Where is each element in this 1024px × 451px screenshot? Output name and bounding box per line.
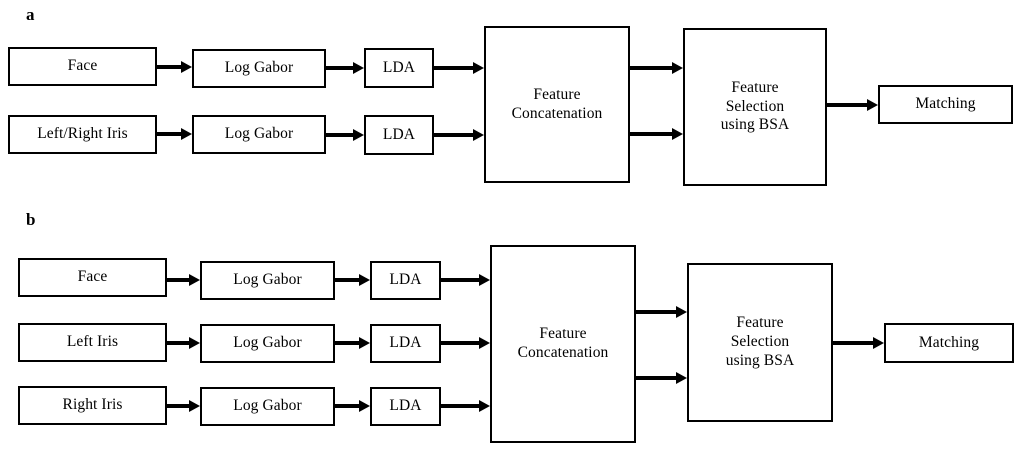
node-label-a-lda-2: LDA <box>382 125 416 143</box>
node-label-a-loggabor-2: Log Gabor <box>224 125 294 143</box>
node-label-b-loggabor-1: Log Gabor <box>233 271 302 289</box>
node-label-b-face: Face <box>77 268 108 286</box>
node-label-b-lda-1: LDA <box>389 271 422 289</box>
node-b-lda-3: LDA <box>370 387 441 426</box>
node-b-left-iris: Left Iris <box>18 323 167 362</box>
node-a-face: Face <box>8 47 157 86</box>
panel-label-b: b <box>26 210 36 229</box>
node-b-loggabor-3: Log Gabor <box>200 387 335 426</box>
node-a-loggabor-1: Log Gabor <box>192 49 326 88</box>
a-arrow-face-lg-shaft <box>157 65 183 69</box>
b-arrow-righti-lg-head <box>189 400 200 412</box>
b-arrow-lg-lda-3-shaft <box>335 404 361 408</box>
b-arrow-lg-lda-1-head <box>359 274 370 286</box>
node-b-face: Face <box>18 258 167 297</box>
node-label-b-right-iris: Right Iris <box>62 396 123 414</box>
node-label-b-lda-3: LDA <box>389 397 422 415</box>
node-a-iris: Left/Right Iris <box>8 115 157 154</box>
a-arrow-iris-lg-head <box>181 128 192 140</box>
b-arrow-concat-sel-2-shaft <box>636 376 678 380</box>
node-a-loggabor-2: Log Gabor <box>192 115 326 154</box>
node-label-a-face: Face <box>67 57 98 75</box>
node-label-b-concat: Feature Concatenation <box>517 325 609 361</box>
node-label-b-selection: Feature Selection using BSA <box>725 314 795 369</box>
a-arrow-lg-lda-1-head <box>353 62 364 74</box>
a-arrow-face-lg-head <box>181 61 192 73</box>
node-b-right-iris: Right Iris <box>18 386 167 425</box>
b-arrow-concat-sel-1-head <box>676 306 687 318</box>
node-a-selection: Feature Selection using BSA <box>683 28 827 186</box>
b-arrow-lda-concat-2-shaft <box>441 341 481 345</box>
b-arrow-lda-concat-3-head <box>479 400 490 412</box>
node-label-b-lda-2: LDA <box>389 334 422 352</box>
node-label-b-left-iris: Left Iris <box>66 333 119 351</box>
a-arrow-lda-concat-2-shaft <box>434 133 475 137</box>
a-arrow-lda-concat-1-shaft <box>434 66 475 70</box>
node-a-concat: Feature Concatenation <box>484 26 630 183</box>
a-arrow-concat-sel-1-shaft <box>630 66 674 70</box>
b-arrow-lg-lda-2-shaft <box>335 341 361 345</box>
node-b-lda-1: LDA <box>370 261 441 300</box>
a-arrow-lg-lda-2-shaft <box>326 133 355 137</box>
b-arrow-face-lg-shaft <box>167 278 191 282</box>
b-arrow-lg-lda-3-head <box>359 400 370 412</box>
a-arrow-concat-sel-2-head <box>672 128 683 140</box>
b-arrow-lg-lda-1-shaft <box>335 278 361 282</box>
a-arrow-lda-concat-2-head <box>473 129 484 141</box>
node-label-a-selection: Feature Selection using BSA <box>720 78 790 134</box>
b-arrow-sel-match-head <box>873 337 884 349</box>
b-arrow-lefti-lg-head <box>189 337 200 349</box>
node-b-loggabor-2: Log Gabor <box>200 324 335 363</box>
b-arrow-face-lg-head <box>189 274 200 286</box>
node-b-loggabor-1: Log Gabor <box>200 261 335 300</box>
node-b-matching: Matching <box>884 323 1014 363</box>
panel-label-a: a <box>26 5 35 24</box>
a-arrow-lg-lda-1-shaft <box>326 66 355 70</box>
a-arrow-lg-lda-2-head <box>353 129 364 141</box>
a-arrow-concat-sel-1-head <box>672 62 683 74</box>
node-label-a-matching: Matching <box>915 95 976 113</box>
node-label-b-matching: Matching <box>918 333 980 351</box>
node-label-a-concat: Feature Concatenation <box>511 85 603 122</box>
a-arrow-concat-sel-2-shaft <box>630 132 674 136</box>
node-a-matching: Matching <box>878 85 1013 124</box>
node-a-lda-2: LDA <box>364 115 434 155</box>
node-a-lda-1: LDA <box>364 48 434 88</box>
b-arrow-lg-lda-2-head <box>359 337 370 349</box>
b-arrow-concat-sel-1-shaft <box>636 310 678 314</box>
node-label-b-loggabor-3: Log Gabor <box>233 397 302 415</box>
a-arrow-iris-lg-shaft <box>157 132 183 136</box>
node-label-a-lda-1: LDA <box>382 58 416 76</box>
a-arrow-sel-match-head <box>867 99 878 111</box>
a-arrow-sel-match-shaft <box>827 103 869 107</box>
node-label-a-iris: Left/Right Iris <box>37 125 128 143</box>
b-arrow-righti-lg-shaft <box>167 404 191 408</box>
b-arrow-sel-match-shaft <box>833 341 875 345</box>
node-label-a-loggabor-1: Log Gabor <box>224 59 294 77</box>
node-b-concat: Feature Concatenation <box>490 245 636 443</box>
b-arrow-lda-concat-2-head <box>479 337 490 349</box>
node-b-selection: Feature Selection using BSA <box>687 263 833 422</box>
b-arrow-lda-concat-1-head <box>479 274 490 286</box>
b-arrow-lefti-lg-shaft <box>167 341 191 345</box>
b-arrow-concat-sel-2-head <box>676 372 687 384</box>
a-arrow-lda-concat-1-head <box>473 62 484 74</box>
node-label-b-loggabor-2: Log Gabor <box>233 334 302 352</box>
b-arrow-lda-concat-1-shaft <box>441 278 481 282</box>
b-arrow-lda-concat-3-shaft <box>441 404 481 408</box>
node-b-lda-2: LDA <box>370 324 441 363</box>
